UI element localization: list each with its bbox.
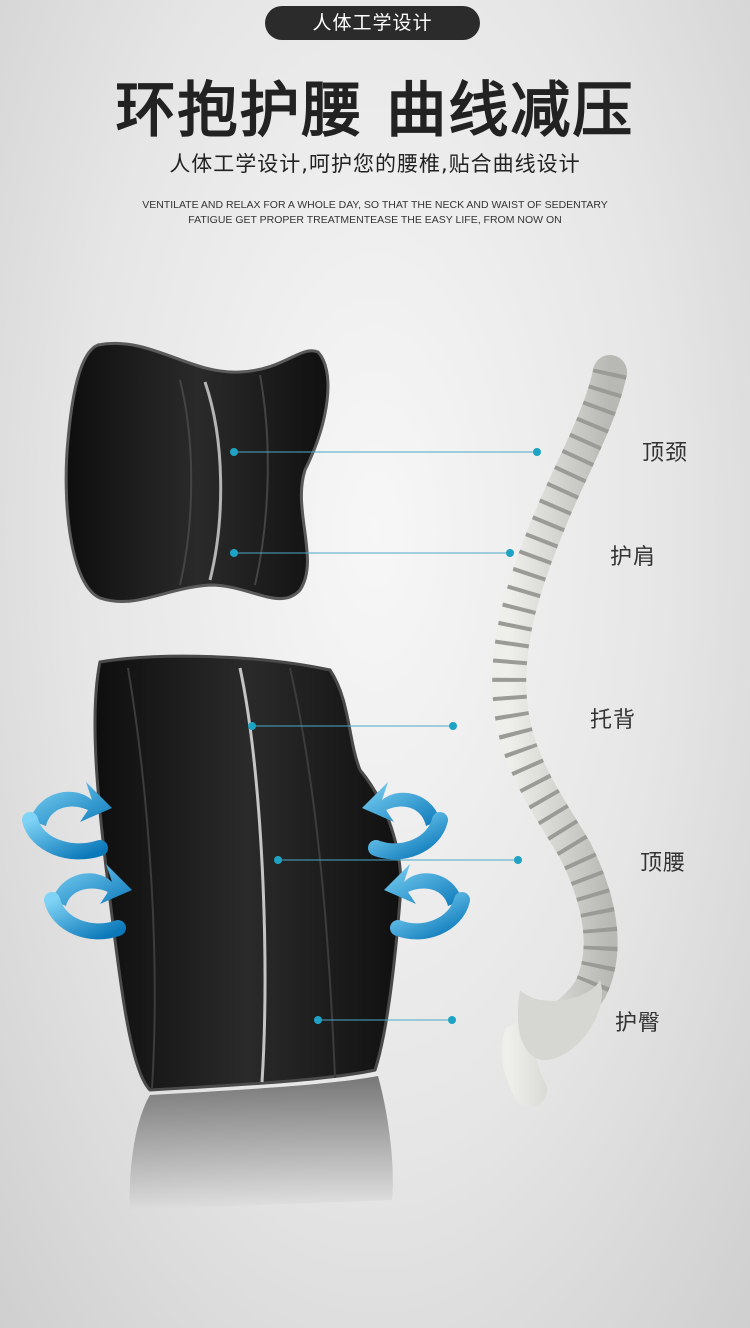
pillow-reflection <box>129 1076 393 1210</box>
english-line-2: FATIGUE GET PROPER TREATMENTEASE THE EAS… <box>188 214 562 226</box>
callout-shoulder: 护肩 <box>610 545 657 570</box>
callout-neck: 顶颈 <box>642 441 689 466</box>
rotate-arrow-icon <box>362 782 448 860</box>
subtitle: 人体工学设计,呵护您的腰椎,贴合曲线设计 <box>169 152 581 176</box>
page-title: 环抱护腰 曲线减压 <box>115 76 635 146</box>
callout-hip: 护臀 <box>615 1011 662 1036</box>
rotate-arrow-icon <box>384 864 470 940</box>
spine-illustration <box>492 355 627 1107</box>
neck-pillow <box>64 342 330 603</box>
english-line-1: VENTILATE AND RELAX FOR A WHOLE DAY, SO … <box>142 199 608 211</box>
callout-back: 托背 <box>590 708 637 733</box>
english-tagline: VENTILATE AND RELAX FOR A WHOLE DAY, SO … <box>120 198 630 228</box>
rotate-arrow-icon <box>22 782 112 860</box>
section-badge: 人体工学设计 <box>265 6 480 40</box>
callout-lines <box>230 448 541 1024</box>
callout-waist: 顶腰 <box>640 851 687 876</box>
rotate-arrow-icon <box>44 864 132 940</box>
lumbar-pillow <box>93 654 403 1092</box>
